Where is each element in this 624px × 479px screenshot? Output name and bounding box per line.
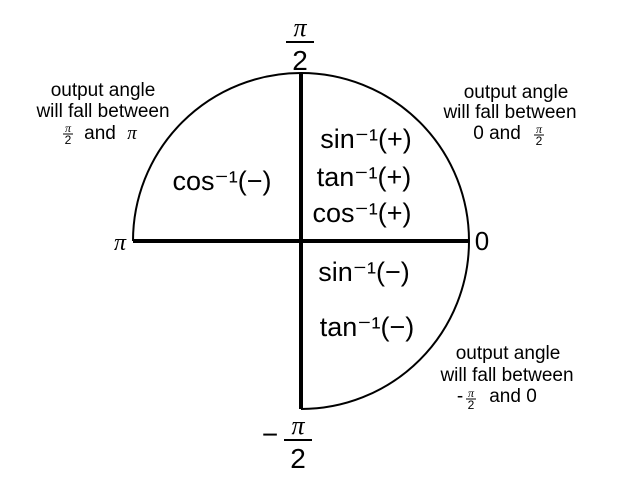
bottom-label-minus: − (262, 419, 278, 450)
bottom-right-note-frac-den: 2 (468, 398, 475, 412)
upper-right-arccos-positive: cos⁻¹(+) (312, 198, 411, 228)
top-right-note-frac-num: π (536, 122, 543, 136)
bottom-right-note-line1: output angle (456, 343, 561, 364)
top-left-note-and: and (84, 123, 116, 144)
right-label-zero: 0 (475, 226, 489, 256)
top-left-note-line2: will fall between (35, 101, 169, 122)
bottom-right-note-and-zero: and 0 (489, 386, 537, 407)
upper-right-arctan-positive: tan⁻¹(+) (317, 162, 412, 192)
top-right-note-frac-den: 2 (536, 134, 543, 148)
bottom-label-denominator: 2 (290, 443, 306, 474)
top-right-note-zero-and: 0 and (473, 123, 521, 144)
top-label-denominator: 2 (292, 45, 308, 76)
top-right-note-line2: will fall between (442, 102, 576, 123)
upper-right-arcsin-positive: sin⁻¹(+) (320, 124, 412, 154)
lower-right-quarter-arc (300, 240, 470, 410)
lower-right-arcsin-negative: sin⁻¹(−) (318, 257, 410, 287)
bottom-right-note-minus: - (457, 386, 463, 407)
top-right-note-line1: output angle (464, 82, 569, 103)
upper-left-arccos-negative: cos⁻¹(−) (172, 166, 271, 196)
bottom-label-numerator: π (291, 411, 305, 440)
bottom-right-note-frac-num: π (468, 386, 475, 400)
top-left-note-pi: π (127, 123, 137, 144)
bottom-right-note-line2: will fall between (439, 365, 573, 386)
top-label-numerator: π (293, 13, 307, 42)
lower-right-arctan-negative: tan⁻¹(−) (320, 312, 415, 342)
top-left-note-frac-den: 2 (65, 133, 72, 147)
top-left-note-line1: output angle (51, 80, 156, 101)
top-left-note-frac-num: π (65, 121, 72, 135)
left-label-pi: π (114, 230, 127, 256)
